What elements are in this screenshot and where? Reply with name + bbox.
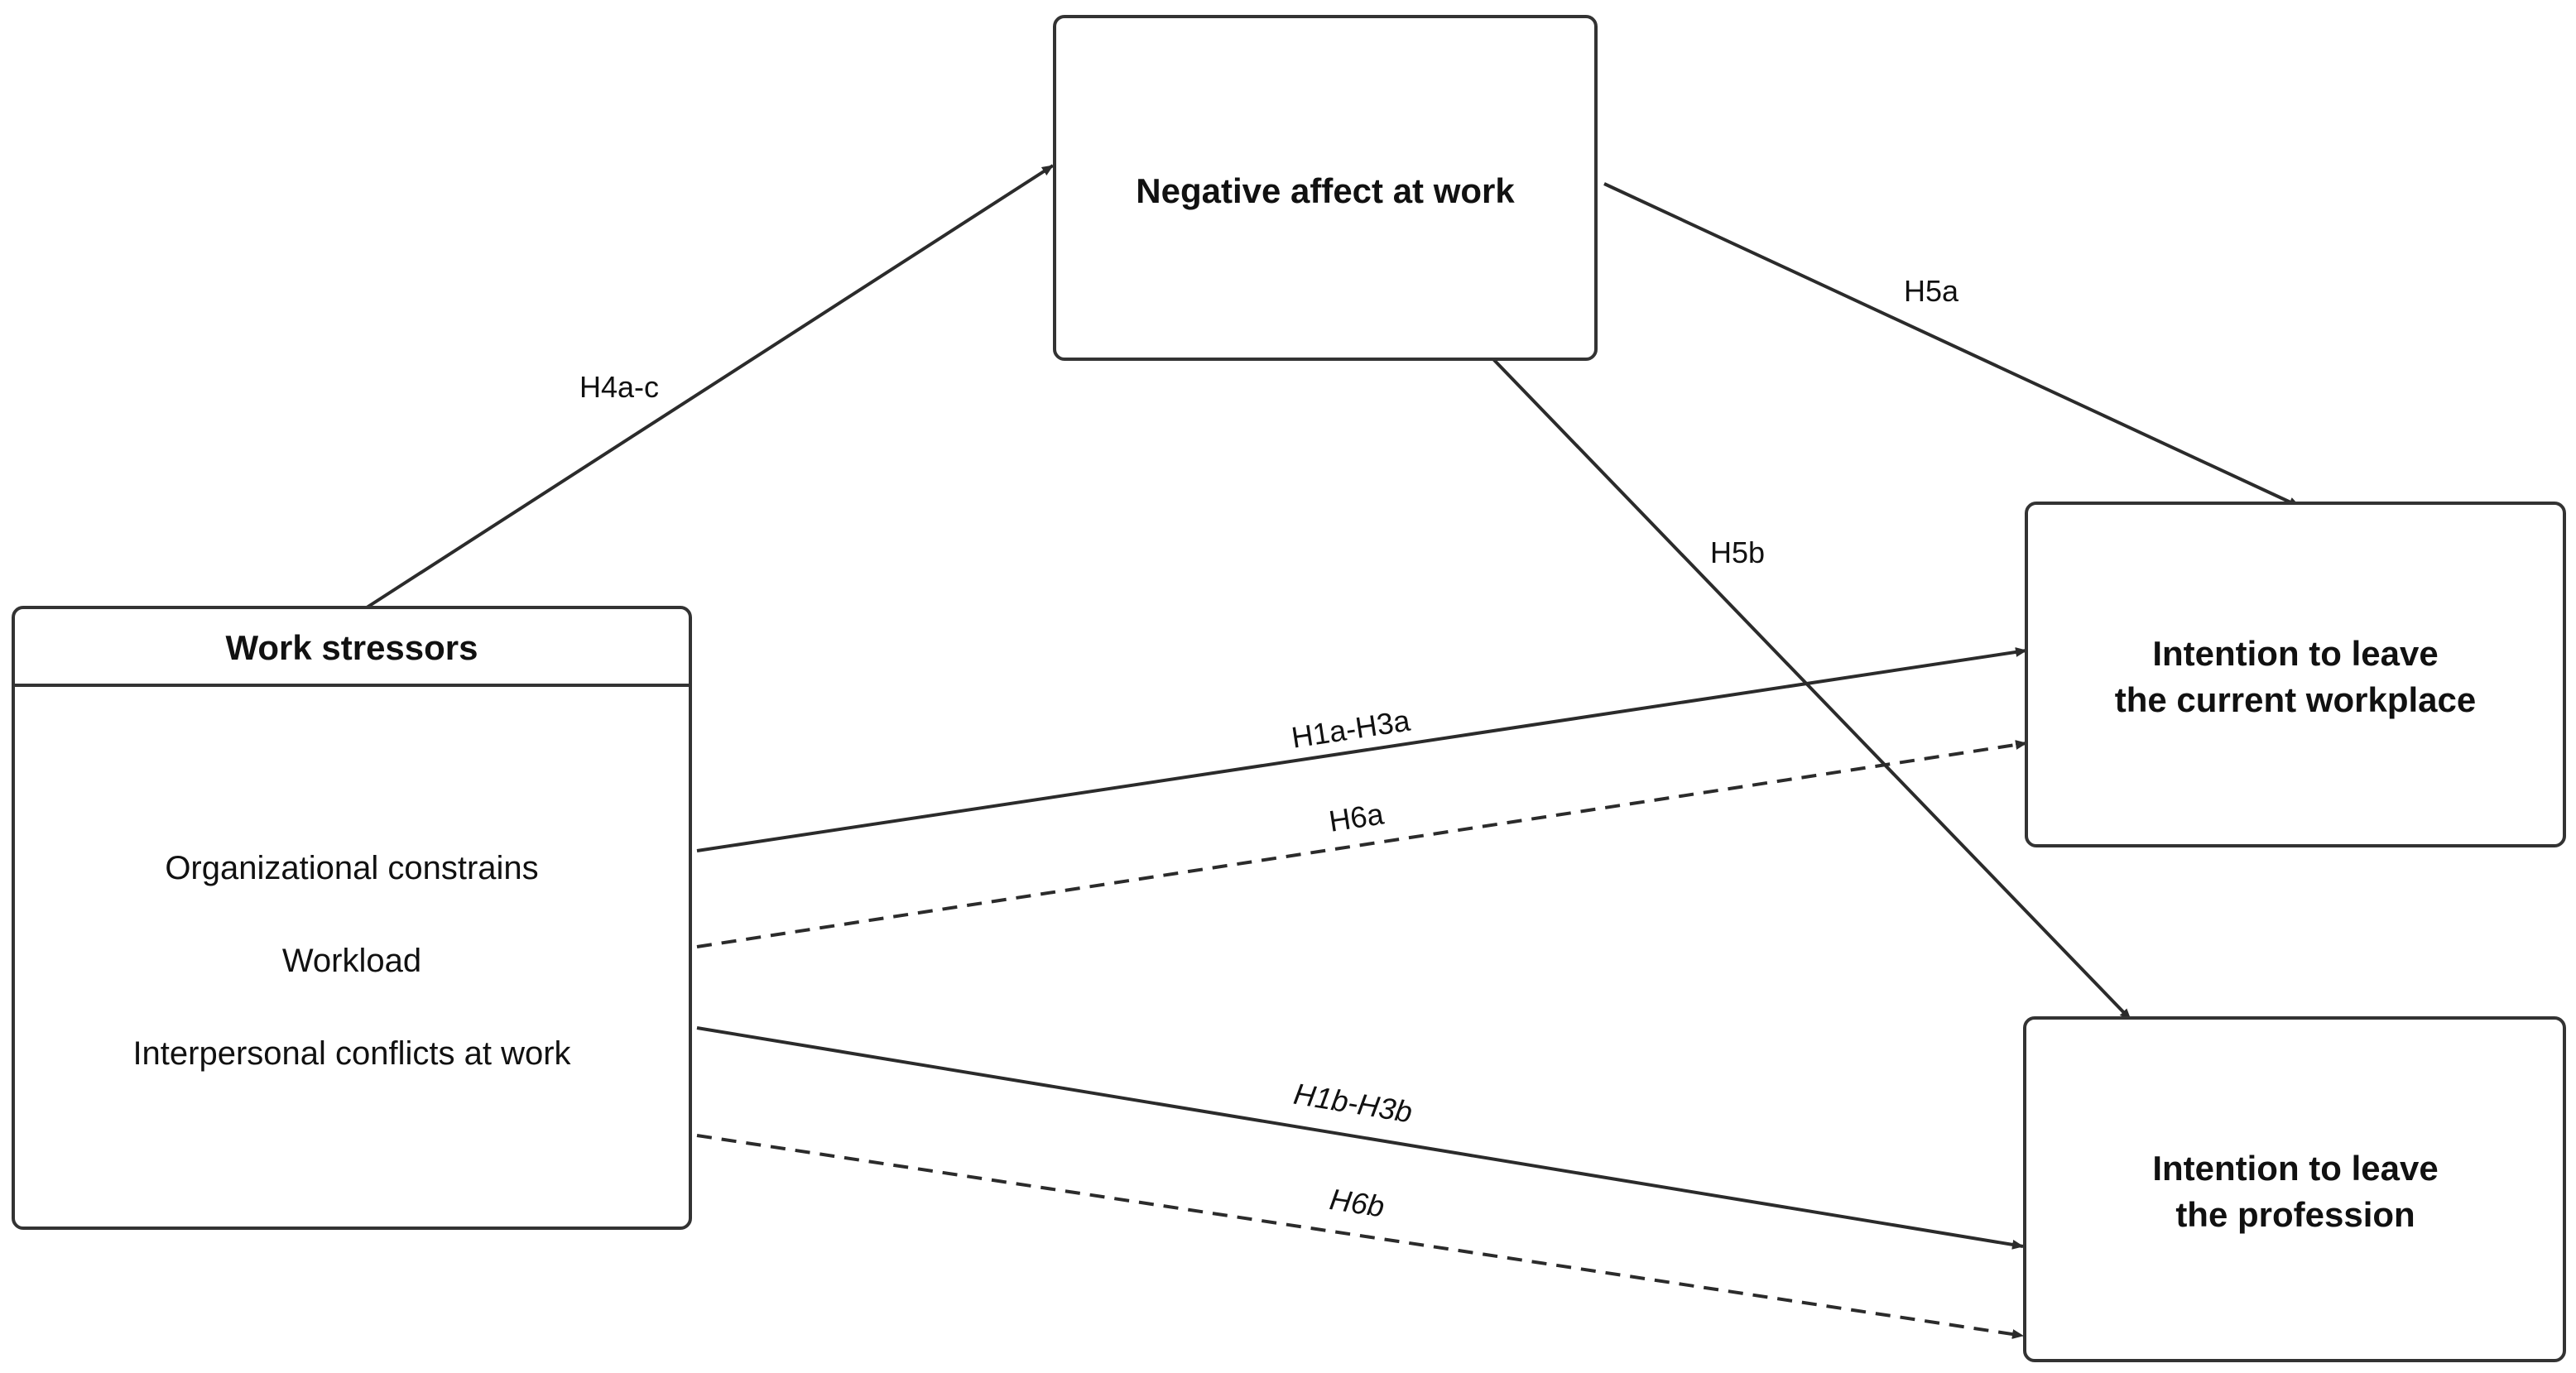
edge-h1b-arrow <box>696 1026 2024 1250</box>
node-negative-affect-title: Negative affect at work <box>1136 171 1515 210</box>
node-leave-profession-title-line-1: Intention to leave <box>2152 1149 2438 1188</box>
node-negative-affect: Negative affect at work <box>1053 15 1598 361</box>
stressor-item: Workload <box>282 943 421 979</box>
node-leave-workplace-title-line-2: the current workplace <box>2115 680 2476 719</box>
edge-h6a-label: H6a <box>1327 796 1387 838</box>
edge-labels: H4a-c H5a H5b H1a-H3a H6a H1b-H3b H6b <box>579 274 1959 1224</box>
edge-h4-arrow <box>363 164 1055 611</box>
edge-h6a-arrow <box>696 740 2027 948</box>
edge-h5b-arrow <box>1492 358 2132 1021</box>
node-work-stressors: Work stressors Organizational constrains… <box>12 606 692 1230</box>
edge-h5a-label: H5a <box>1904 274 1959 308</box>
edge-h4-label: H4a-c <box>579 370 659 404</box>
edge-h1a-arrow <box>696 647 2027 852</box>
node-leave-profession: Intention to leave the profession <box>2023 1016 2566 1362</box>
node-work-stressors-box <box>12 606 692 1230</box>
edge-h1b-label: H1b-H3b <box>1291 1077 1415 1130</box>
node-negative-affect-box <box>1053 15 1598 361</box>
node-leave-workplace-box <box>2025 502 2566 847</box>
node-leave-profession-box <box>2023 1016 2566 1362</box>
edge-h6b-label: H6b <box>1328 1182 1387 1223</box>
edge-h5b-label: H5b <box>1710 535 1765 569</box>
edges <box>363 164 2300 1339</box>
node-leave-profession-title-line-2: the profession <box>2175 1195 2415 1234</box>
node-leave-workplace: Intention to leave the current workplace <box>2025 502 2566 847</box>
edge-h5a-arrow <box>1603 182 2300 508</box>
stressor-item: Organizational constrains <box>165 850 538 886</box>
stressor-item: Interpersonal conflicts at work <box>132 1035 571 1072</box>
node-leave-workplace-title-line-1: Intention to leave <box>2152 634 2438 673</box>
edge-h6b-arrow <box>696 1134 2024 1339</box>
node-work-stressors-title: Work stressors <box>225 628 478 667</box>
